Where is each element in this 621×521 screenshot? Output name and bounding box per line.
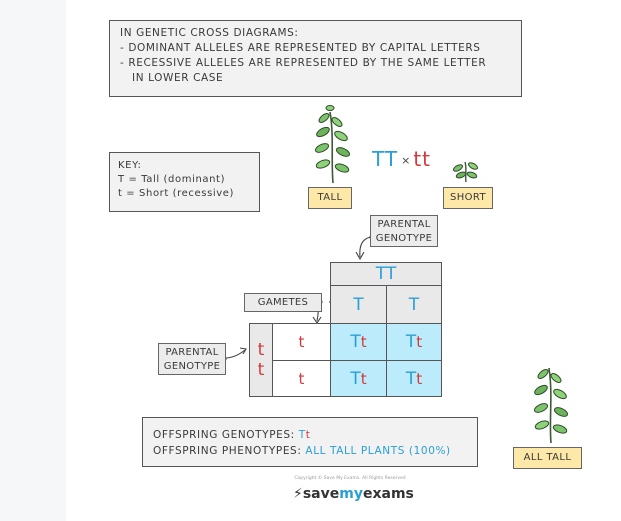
left-margin-strip — [0, 0, 66, 521]
info-word: are — [247, 42, 271, 54]
logo-my: my — [339, 486, 363, 502]
left-gamete-cell: t — [272, 360, 331, 397]
offspring-tall-plant-icon — [533, 367, 569, 444]
dominant-allele: T — [405, 368, 417, 389]
info-line-4: in lower case — [132, 72, 224, 84]
all-tall-label: All tall — [513, 447, 582, 469]
key-short: t = Short (recessive) — [118, 188, 235, 199]
short-parent-genotype: tt — [413, 147, 431, 171]
top-parent-cell: TT — [330, 262, 442, 286]
copyright-text: Copyright © Save My Exams. All Rights Re… — [294, 476, 406, 481]
logo-save: save — [302, 486, 340, 502]
offspring-phenotypes-line: Offspring phenotypes: All tall plants (1… — [153, 443, 467, 459]
short-label: Short — [443, 187, 493, 209]
recessive-allele: t — [416, 369, 423, 388]
recessive-allele: t — [360, 333, 367, 351]
info-word: - Recessive — [120, 57, 192, 69]
top-gamete-cell: T — [386, 285, 442, 324]
parental-genotype-callout-left: Parental genotype — [158, 343, 226, 375]
key-box: Key: T = Tall (dominant) t = Short (rece… — [109, 152, 260, 212]
dominant-allele: T — [350, 332, 361, 352]
logo-exams: exams — [362, 486, 414, 502]
info-word: are — [248, 57, 272, 69]
offspring-genotypes-value: Tt — [299, 429, 311, 441]
short-plant-icon — [452, 161, 479, 183]
left-parent-allele: t — [257, 360, 265, 380]
offspring-phenotypes-value: All tall plants (100%) — [305, 445, 451, 457]
recessive-allele: t — [360, 369, 367, 388]
left-gamete-cell: t — [272, 323, 331, 361]
info-word: letters — [430, 42, 481, 54]
info-line-2: - Dominant alleles are represented by ca… — [120, 41, 511, 56]
offspring-genotypes-label: Offspring genotypes: — [153, 429, 295, 441]
offspring-genotypes-line: Offspring genotypes: Tt — [153, 427, 467, 443]
info-word: same — [407, 57, 440, 69]
info-word: alleles — [195, 57, 245, 69]
dominant-allele: T — [405, 332, 417, 352]
info-box: In genetic cross diagrams: - Dominant al… — [109, 20, 522, 97]
save-my-exams-logo: ⚡savemyexams — [293, 486, 414, 502]
tall-label: Tall — [308, 187, 352, 209]
left-parent-cell: t t — [249, 323, 273, 397]
left-parent-allele: t — [257, 340, 265, 360]
dominant-allele: T — [350, 368, 361, 389]
gametes-callout: Gametes — [244, 293, 322, 312]
key-tall: T = Tall (dominant) — [118, 174, 226, 185]
top-gamete-cell: T — [330, 285, 387, 324]
tall-plant-icon — [314, 105, 351, 184]
info-word: represented — [275, 57, 359, 69]
offspring-summary-box: Offspring genotypes: Tt Offspring phenot… — [142, 417, 478, 467]
info-line-1: In genetic cross diagrams: — [120, 27, 299, 39]
cross-symbol: × — [401, 154, 411, 167]
info-line-3: - Recessive alleles are represented by t… — [120, 56, 511, 71]
info-word: alleles — [194, 42, 244, 54]
info-word: the — [380, 57, 404, 69]
info-word: by — [361, 42, 376, 54]
info-word: by — [362, 57, 377, 69]
parental-genotype-callout-top: Parental genotype — [370, 215, 438, 247]
recessive-allele: t — [305, 429, 311, 441]
parental-cross: TT×tt — [372, 147, 431, 171]
info-word: represented — [274, 42, 358, 54]
info-word: letter — [443, 57, 487, 69]
info-word: capital — [379, 42, 427, 54]
recessive-allele: t — [416, 333, 423, 351]
info-word: - Dominant — [120, 42, 191, 54]
offspring-phenotypes-label: Offspring phenotypes: — [153, 445, 302, 457]
tall-parent-genotype: TT — [372, 147, 399, 171]
dominant-allele: T — [298, 429, 306, 441]
key-title: Key: — [118, 160, 142, 171]
logo-bolt-icon: ⚡ — [293, 486, 303, 502]
